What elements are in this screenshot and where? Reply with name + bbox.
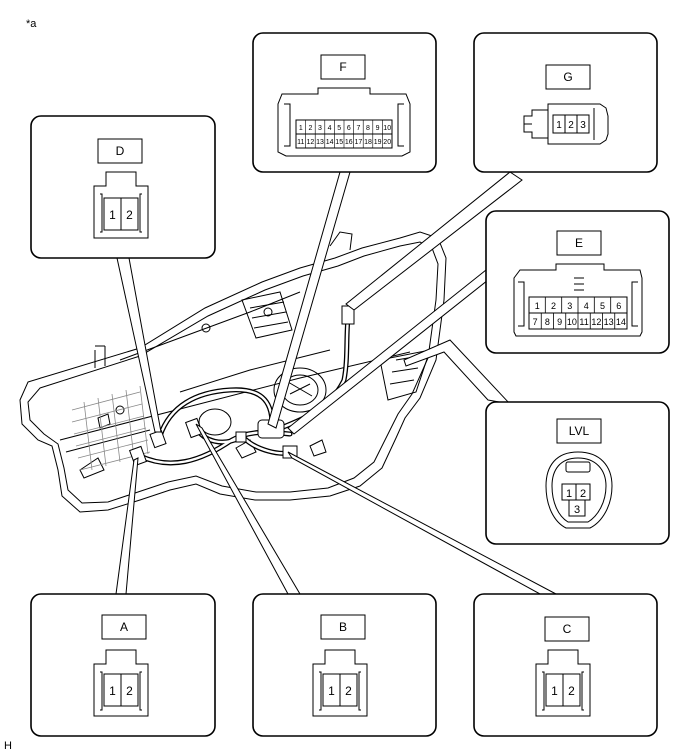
connector-e-pin-10: 10 [567,317,577,327]
connector-a-pin-2: 2 [126,684,133,698]
housing-grille [71,385,151,471]
connector-a: A 1 2 [93,614,149,717]
connector-d-label: D [116,144,125,158]
connector-b-label: B [339,620,347,634]
connector-b: B 1 2 [312,614,368,717]
connector-e-label: E [575,236,583,250]
connector-f-pin-1: 1 [299,125,303,132]
connector-b-pin-2: 2 [345,684,352,698]
connector-f-pin-17: 17 [355,139,363,146]
connector-g-label: G [563,70,572,84]
connector-f-pin-19: 19 [374,139,382,146]
connector-f-pin-9: 9 [376,125,380,132]
connector-f-pin-5: 5 [337,125,341,132]
connector-c-pin-1: 1 [551,684,558,698]
figure-label: *a [26,18,37,30]
connector-f-pin-15: 15 [335,139,343,146]
connector-f-pin-6: 6 [347,125,351,132]
connector-c-label-box [544,616,590,642]
connector-g-pin-3: 3 [580,120,586,131]
connector-f-pin-12: 12 [307,139,315,146]
connector-lvl-pin-2: 2 [580,488,586,500]
connector-lvl: LVL 1 2 3 [545,418,613,529]
connector-d: D 1 2 [93,138,149,239]
connector-f-pin-8: 8 [366,125,370,132]
connector-f-pin-16: 16 [345,139,353,146]
connector-e-pin-3: 3 [567,301,572,311]
connector-lvl-pin-3: 3 [574,504,580,516]
connector-e-pin-14: 14 [616,317,626,327]
connector-e-label-box [556,230,602,256]
connector-e-pin-2: 2 [551,301,556,311]
connector-e-pin-1: 1 [535,301,540,311]
connector-f-pin-4: 4 [328,125,332,132]
connector-d-pin-2: 2 [126,208,133,222]
leader-lines [115,171,557,595]
connector-lvl-label-box [556,418,602,444]
connector-lvl-label: LVL [569,424,590,438]
leader-g [345,171,523,311]
connector-f-pin-18: 18 [364,139,372,146]
connector-f-pin-14: 14 [326,139,334,146]
connector-f-pin-grid [305,120,383,148]
connector-e-pin-12: 12 [591,317,601,327]
connector-e-pin-13: 13 [604,317,614,327]
connector-f-pin-13: 13 [316,139,324,146]
connector-g-label-box [545,64,591,90]
connector-c-label: C [563,622,572,636]
connector-f-pin-3: 3 [318,125,322,132]
callout-g [473,32,658,173]
connector-c: C 1 2 [535,616,591,717]
connector-e-pin-9: 9 [557,317,562,327]
connector-a-label: A [120,620,128,634]
connector-d-pin-1: 1 [109,208,116,222]
connector-g-pin-1: 1 [556,120,562,131]
connector-e-pin-8: 8 [545,317,550,327]
connector-f: F 1 2 3 4 5 6 7 8 9 10 11 12 13 14 15 [277,54,411,157]
headlamp-assembly [19,231,447,513]
connector-e: E 1 2 3 4 5 6 7 8 9 10 11 12 13 [513,230,643,337]
connector-f-pin-10: 10 [383,125,391,132]
connector-e-pin-11: 11 [579,317,588,327]
connector-g: G 1 2 3 [523,64,609,145]
connector-b-pin-1: 1 [328,684,335,698]
footer-code: H [4,740,12,752]
connector-c-pin-2: 2 [568,684,575,698]
connector-g-pin-2: 2 [568,120,574,131]
connector-d-label-box [97,138,143,164]
connector-f-pin-7: 7 [356,125,360,132]
connector-a-label-box [101,614,147,640]
connector-f-pin-20: 20 [383,139,391,146]
connector-e-pin-6: 6 [616,301,621,311]
connector-f-pin-2: 2 [308,125,312,132]
harness-plugs [128,305,355,467]
connector-b-label-box [320,614,366,640]
connector-e-pin-5: 5 [600,301,605,311]
connector-a-pin-1: 1 [109,684,116,698]
connector-f-pin-11: 11 [297,139,304,146]
plug-lvl [235,431,247,443]
connector-f-label: F [339,60,346,74]
connector-lvl-pin-1: 1 [566,488,572,500]
connector-f-label-box [320,54,366,80]
connector-e-pin-7: 7 [533,317,538,327]
connector-e-pin-4: 4 [584,301,589,311]
